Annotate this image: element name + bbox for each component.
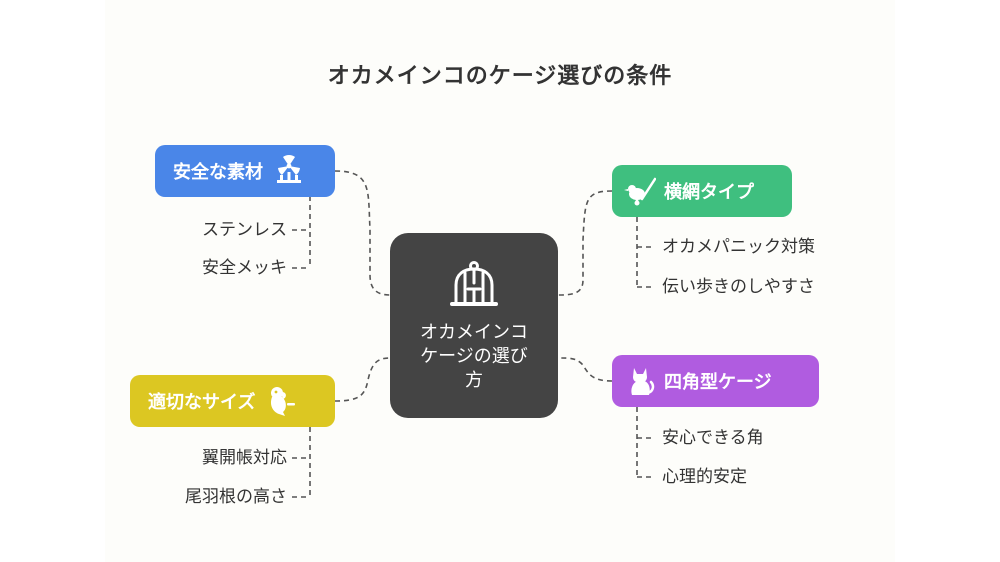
branch-label: 四角型ケージ [664,372,772,393]
branch-label: 適切なサイズ [148,392,256,413]
center-label: オカメインコケージの選び方 [420,321,528,391]
branch-node-safe-material: 安全な素材 [155,145,335,197]
branch-label: 横網タイプ [664,182,754,203]
branch-node-proper-size: 適切なサイズ [130,375,335,427]
birdcage-icon [450,260,498,306]
diagram-title: オカメインコのケージ選びの条件 [327,64,673,89]
leaf-item: 翼開帳対応 [202,448,287,468]
leaf-item: 安心できる角 [662,428,764,448]
leaf-item: 伝い歩きのしやすさ [662,277,815,297]
parrot-icon [265,385,297,417]
connector-yellow [334,357,391,402]
center-node: オカメインコケージの選び方 [390,233,558,418]
leaf-item: 尾羽根の高さ [185,487,287,507]
radiation-hazard-icon [273,155,305,187]
connector-green [557,190,613,296]
connector-blue [334,170,391,296]
cat-icon [624,365,656,397]
branch-node-square-cage: 四角型ケージ [612,355,819,407]
connector-purple [557,357,613,382]
bird-perch-icon [624,175,657,207]
branch-node-horizontal-wire: 横網タイプ [612,165,792,217]
leaf-item: ステンレス [202,220,287,240]
branch-label: 安全な素材 [173,162,263,183]
leaf-item: 心理的安定 [662,467,747,487]
leaf-item: 安全メッキ [202,258,287,278]
leaf-item: オカメパニック対策 [662,237,815,257]
